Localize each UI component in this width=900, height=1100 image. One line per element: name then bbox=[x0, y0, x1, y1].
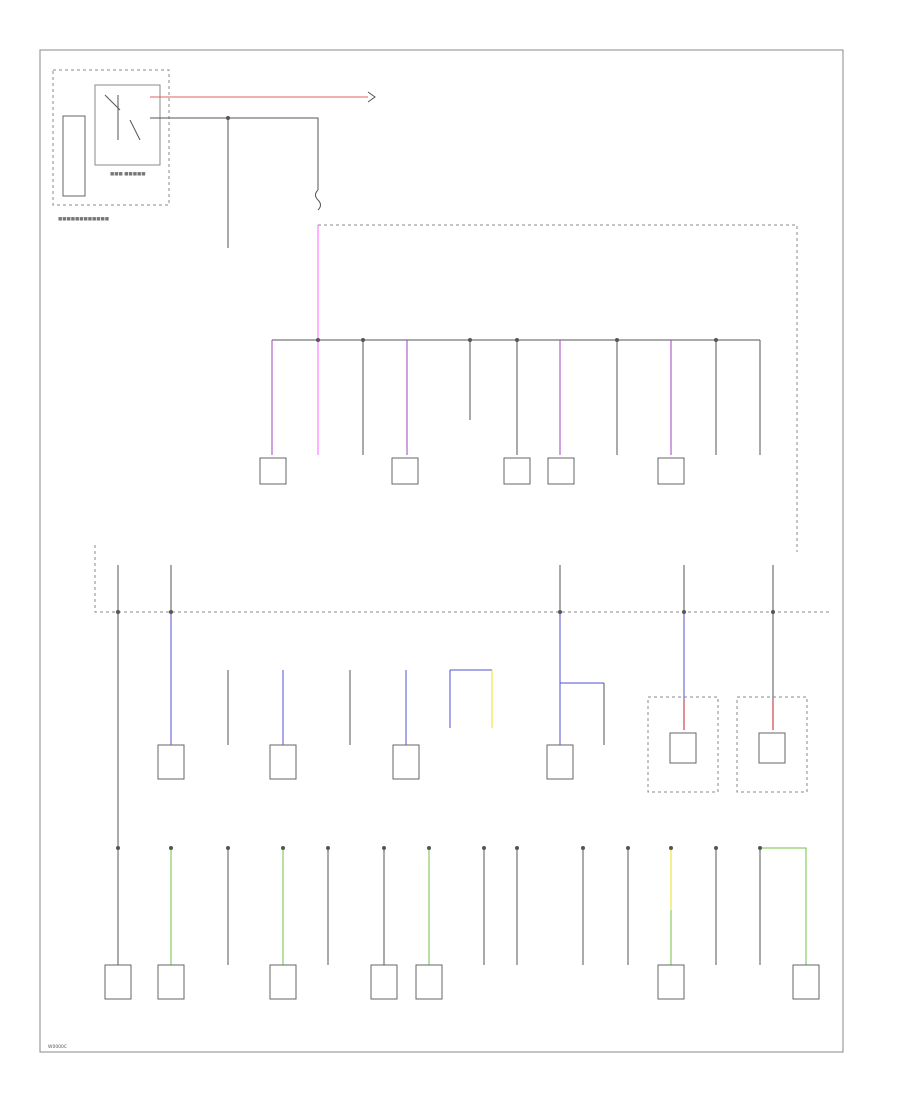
power-module-inner-left bbox=[62, 115, 86, 197]
diagram-frame bbox=[39, 49, 844, 1053]
middle-components bbox=[157, 696, 808, 793]
svg-text:■■■ ■■■■■: ■■■ ■■■■■ bbox=[110, 172, 145, 177]
footer-code: W0000C bbox=[48, 1044, 67, 1050]
lower-components bbox=[104, 964, 820, 1000]
fuse-symbol-top bbox=[315, 189, 321, 211]
relay-switch bbox=[104, 94, 141, 141]
svg-text:■■■■■■■■■■■■: ■■■■■■■■■■■■ bbox=[58, 217, 109, 222]
lower-branches bbox=[170, 847, 807, 965]
splice-dots bbox=[116, 338, 775, 850]
dashed-bus-top bbox=[318, 224, 798, 552]
power-module-relay-box bbox=[94, 84, 161, 166]
splice-point bbox=[226, 116, 230, 120]
dashed-bus-middle bbox=[94, 545, 830, 613]
middle-branches bbox=[170, 612, 774, 745]
upper-components bbox=[259, 457, 685, 485]
power-feed-wire bbox=[150, 117, 319, 190]
power-module-housing bbox=[52, 69, 170, 206]
upper-branches bbox=[271, 340, 761, 455]
middle-fuse-feeds bbox=[117, 565, 774, 612]
battery-feed-arrow bbox=[367, 91, 376, 103]
power-module: ■■■ ■■■■■ ■■■■■■■■■■■■ bbox=[52, 69, 170, 222]
